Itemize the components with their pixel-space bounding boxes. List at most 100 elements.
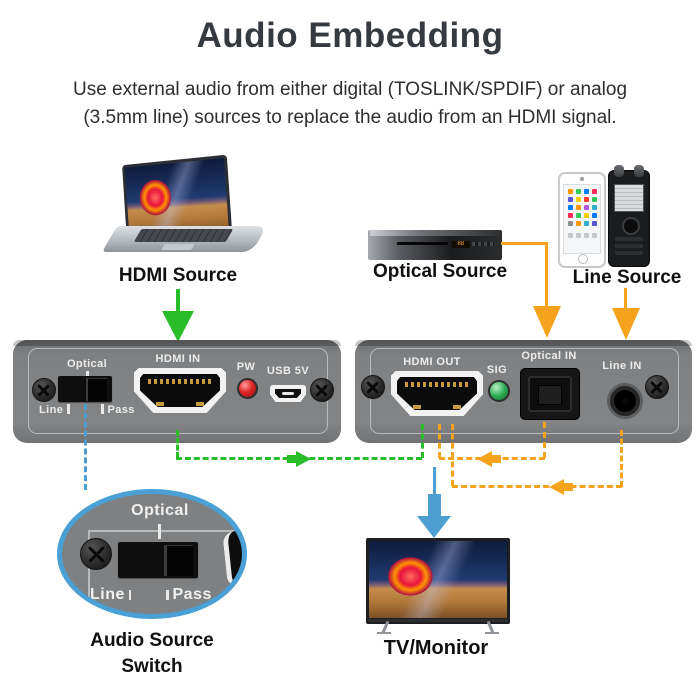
hdmi-out-port <box>391 371 483 416</box>
tv-foot-left <box>377 632 391 634</box>
page-subtitle: Use external audio from either digital (… <box>0 76 700 132</box>
zoom-switch-tick <box>158 524 161 539</box>
front-switch-right-label: Pass <box>101 404 135 416</box>
hdmi-flow-line-v1 <box>176 430 179 458</box>
hdmi-in-pins <box>148 379 212 384</box>
zoom-audio-source-switch <box>118 542 198 578</box>
optical-flow-line-v1 <box>543 422 546 458</box>
hdmi-out-pins <box>405 382 469 387</box>
usb-5v-port <box>270 385 306 402</box>
hdmi-source-arrow-icon <box>162 311 194 342</box>
phone-home-button <box>578 254 588 264</box>
zoom-switch-right-text: Pass <box>172 586 212 603</box>
hdmi-flow-arrow-tail <box>287 454 297 463</box>
tv-monitor-label: TV/Monitor <box>383 637 489 659</box>
line-flow-arrow-icon <box>549 478 564 495</box>
dvd-player-image: 88 <box>368 230 502 260</box>
subtitle-line-1: Use external audio from either digital (… <box>72 79 628 100</box>
output-arrow-icon <box>417 516 451 538</box>
tv-bottom-bar <box>368 619 508 622</box>
subtitle-line-2: (3.5mm line) sources to replace the audi… <box>83 107 617 128</box>
zoom-hdmi-port-partial <box>222 527 242 589</box>
hdmi-in-port <box>134 368 226 413</box>
dvd-disc-tray <box>397 242 449 245</box>
hdmi-out-label: HDMI OUT <box>403 356 461 368</box>
optical-source-label: Optical Source <box>372 261 508 282</box>
recorder-wheel-button <box>622 217 640 235</box>
line-flow-line-v2 <box>451 424 454 486</box>
zoom-switch-right-label: Pass <box>166 586 212 604</box>
phone-app-grid <box>568 189 573 194</box>
tv-image <box>366 538 510 634</box>
line-source-arrow-stem <box>624 288 627 310</box>
toslink-window <box>538 385 562 405</box>
front-switch-top-label: Optical <box>66 358 108 370</box>
zoom-switch-left-label: Line <box>90 586 131 604</box>
power-led-icon <box>237 378 258 399</box>
zoom-caption-line-1: Audio Source <box>90 630 214 651</box>
optical-source-connector-v <box>545 242 548 308</box>
hdmi-flow-arrow-icon <box>296 450 311 467</box>
line-flow-line-v1 <box>620 430 623 487</box>
laptop-keyboard <box>133 229 234 242</box>
phone-image <box>558 172 606 268</box>
front-switch-left-label: Line <box>39 404 70 416</box>
zoom-switch-left-text: Line <box>90 586 125 603</box>
recorder-mic-right <box>634 165 644 177</box>
zoom-caption: Audio Source Switch <box>52 628 252 680</box>
hdmi-flow-line-v2 <box>421 424 424 458</box>
screw-icon <box>645 375 669 399</box>
signal-led-icon <box>488 380 510 402</box>
hdmi-out-tab-right <box>453 405 461 409</box>
phone-screen <box>563 184 601 254</box>
audio-source-switch <box>58 376 112 402</box>
output-arrow-stem <box>428 494 441 518</box>
screw-icon <box>32 378 56 402</box>
sig-led-label: SIG <box>486 364 508 376</box>
zoom-caption-line-2: Switch <box>121 656 183 677</box>
line-in-jack <box>607 383 643 419</box>
optical-flow-arrow-tail <box>491 454 501 463</box>
dvd-top-face <box>370 230 500 236</box>
front-panel: Optical Line Pass HDMI IN PW USB 5V <box>13 340 341 443</box>
switch-knob <box>86 378 107 401</box>
optical-flow-line-v2 <box>438 424 441 458</box>
tv-foot-right <box>485 632 499 634</box>
recorder-screen <box>614 184 644 212</box>
hdmi-source-arrow-stem <box>176 289 180 313</box>
line-flow-line-h <box>452 485 622 488</box>
hdmi-in-label: HDMI IN <box>155 353 201 365</box>
laptop-trackpad <box>161 244 195 250</box>
hdmi-in-tab-left <box>156 402 164 406</box>
line-flow-arrow-tail <box>563 482 573 491</box>
line-source-label: Line Source <box>572 267 682 288</box>
tv-screen <box>369 541 507 618</box>
dvd-buttons <box>471 242 494 246</box>
hdmi-in-tab-right <box>196 402 204 406</box>
screw-icon <box>80 538 112 570</box>
switch-tick <box>86 371 89 380</box>
hdmi-source-label: HDMI Source <box>118 265 238 286</box>
usb-pin <box>282 392 294 395</box>
optical-source-connector-h <box>501 242 548 245</box>
hdmi-out-tab-left <box>413 405 421 409</box>
screw-icon <box>361 375 385 399</box>
line-source-arrow-icon <box>612 308 640 340</box>
dvd-display: 88 <box>451 241 470 249</box>
screw-icon <box>310 378 334 402</box>
recorder-image <box>608 165 650 267</box>
zoom-switch-knob <box>164 545 193 576</box>
pw-led-label: PW <box>236 361 256 373</box>
output-arrow-line <box>433 467 436 497</box>
phone-camera-dot <box>580 177 584 181</box>
zoom-panel-outline-h <box>90 530 242 532</box>
optical-source-arrow-icon <box>533 306 561 338</box>
front-switch-right-text: Pass <box>107 404 135 416</box>
back-panel: HDMI OUT SIG Optical IN Line IN <box>355 340 692 443</box>
zoom-panel-outline-v <box>88 530 90 614</box>
zoom-circle: Optical Line Pass <box>57 489 247 619</box>
recorder-mic-left <box>614 165 624 177</box>
optical-flow-arrow-icon <box>477 450 492 467</box>
laptop-base <box>102 226 268 252</box>
